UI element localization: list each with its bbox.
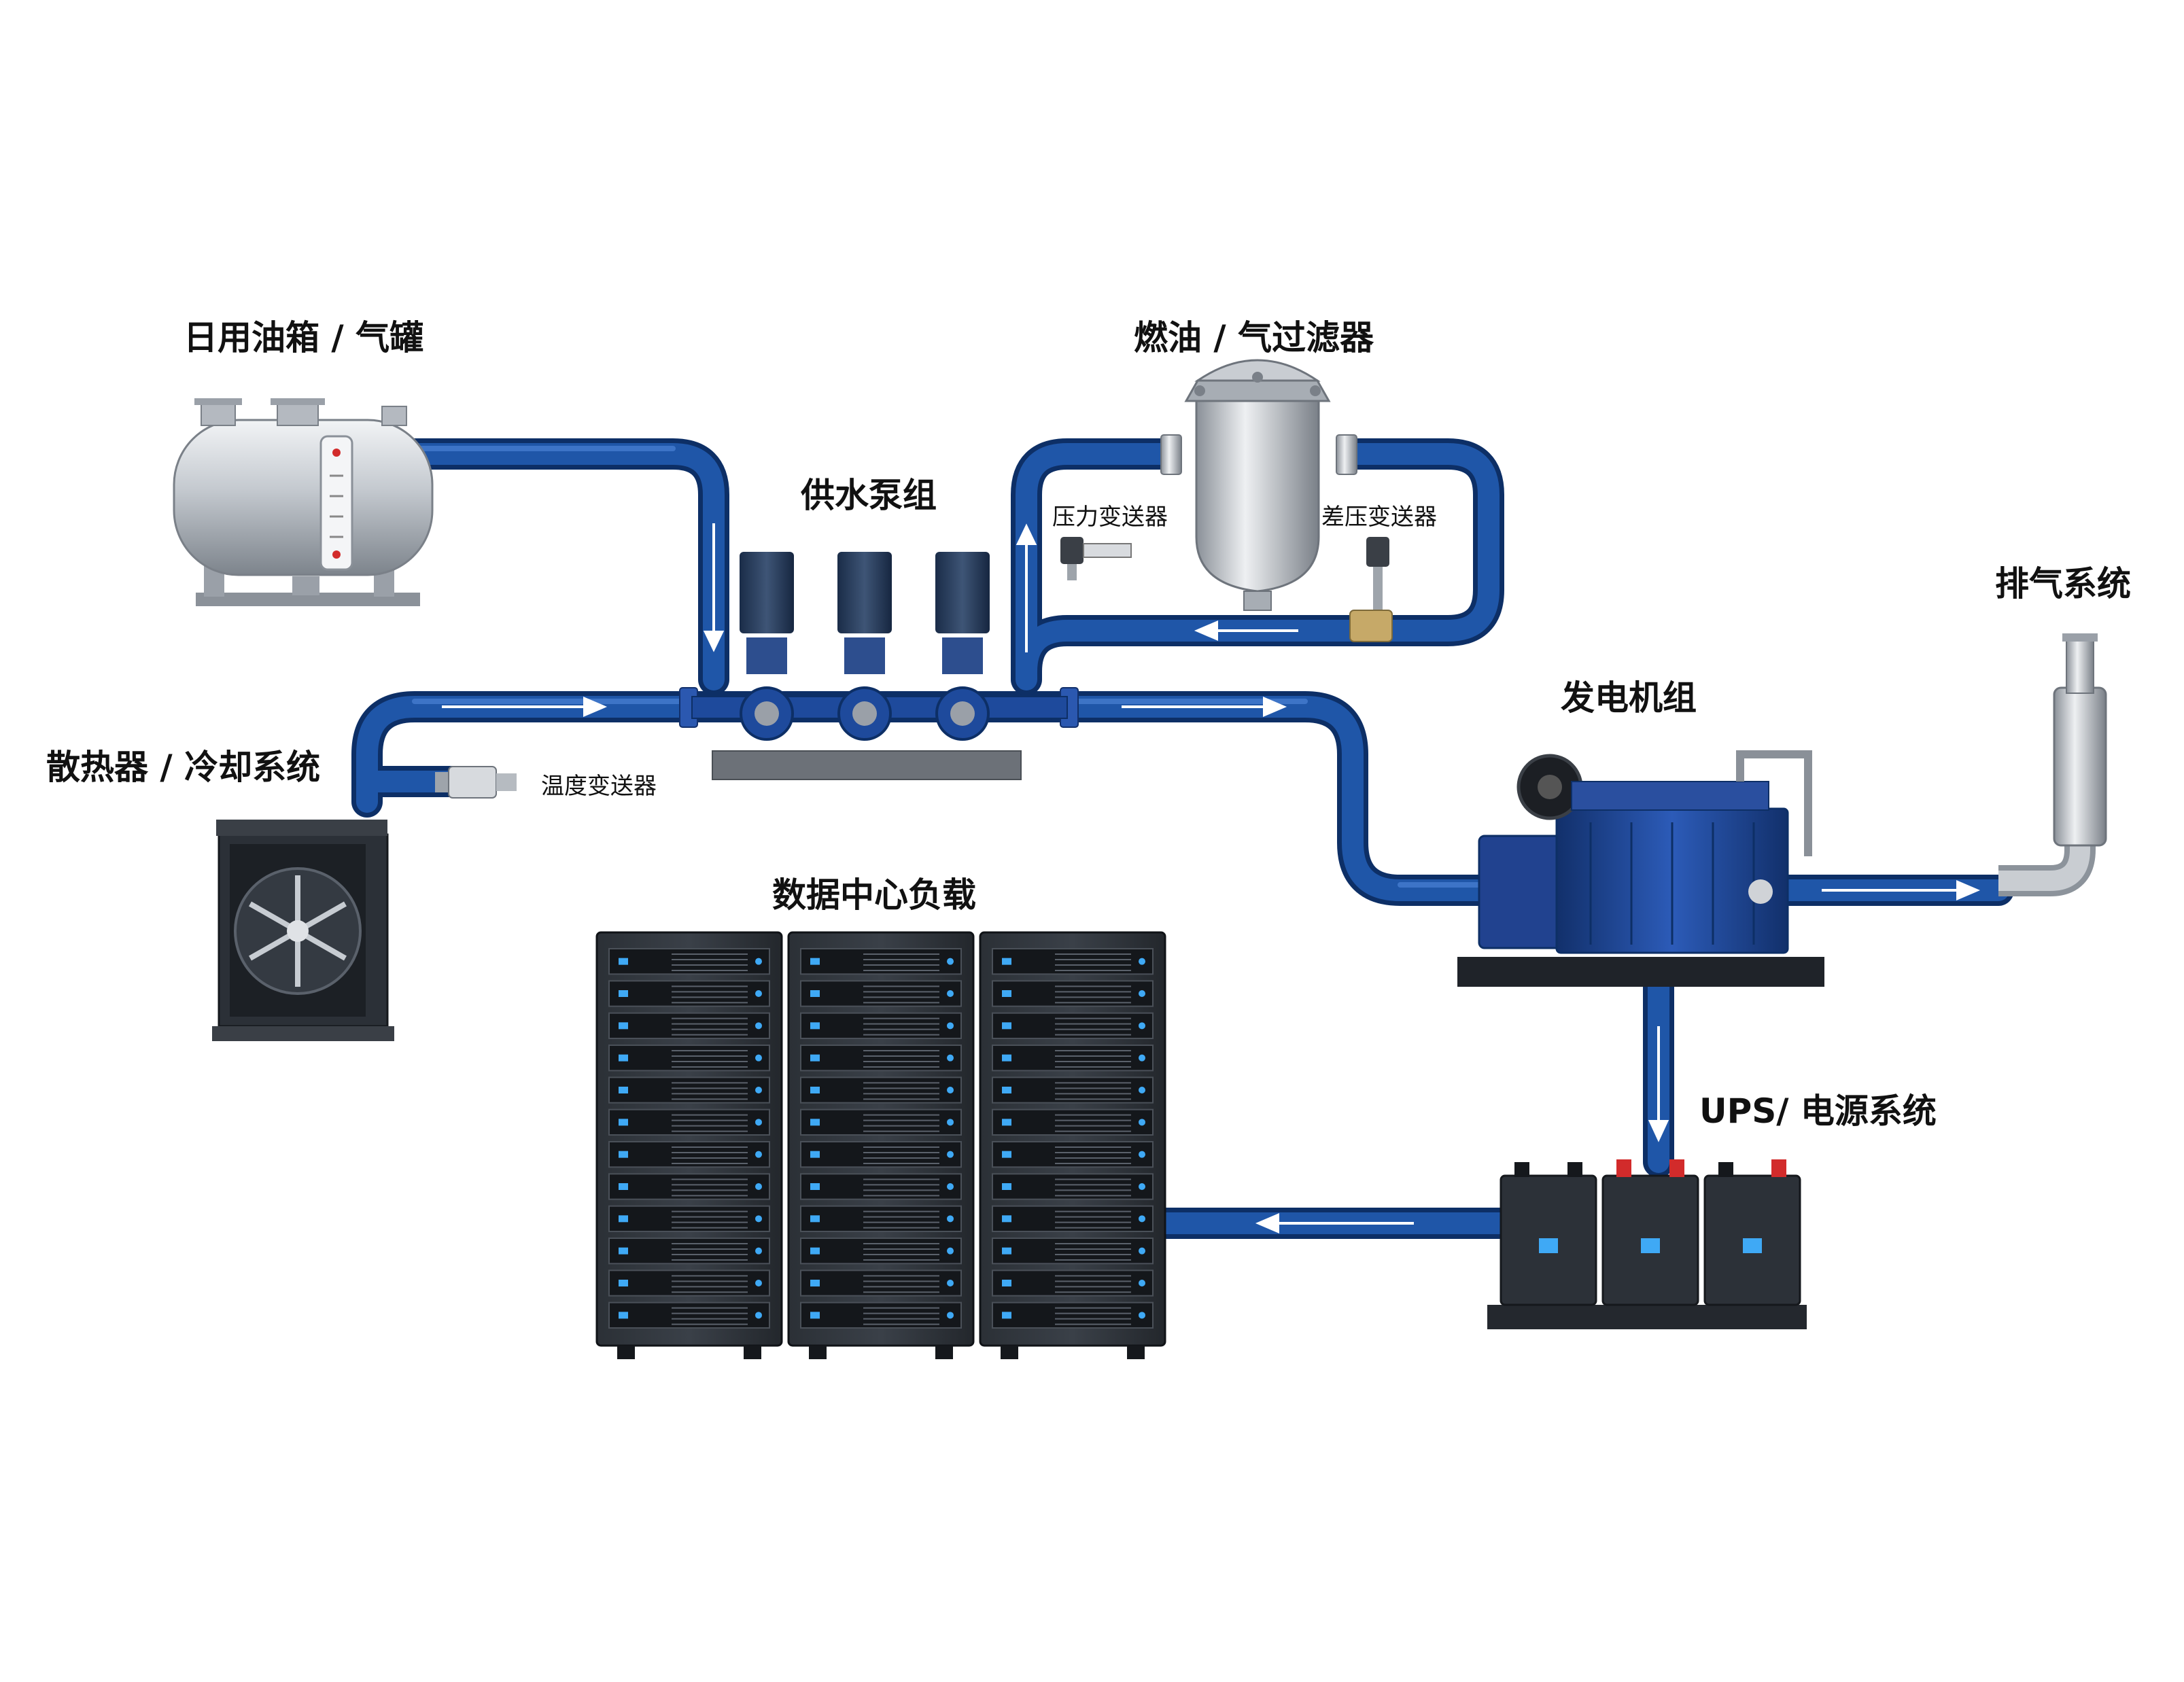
server-unit bbox=[992, 1045, 1154, 1072]
exhaust-stack bbox=[1998, 633, 2107, 896]
server-unit bbox=[608, 948, 770, 975]
server-unit bbox=[800, 1238, 962, 1265]
server-unit bbox=[608, 980, 770, 1007]
server-unit bbox=[800, 1045, 962, 1072]
pipe-to-generator bbox=[1045, 691, 1497, 906]
server-unit bbox=[992, 948, 1154, 975]
battery-1 bbox=[1500, 1162, 1597, 1306]
label-radiator: 散热器 / 冷却系统 bbox=[46, 748, 320, 787]
label-dp-sensor: 差压变送器 bbox=[1321, 504, 1437, 531]
server-unit bbox=[992, 1301, 1154, 1329]
server-unit bbox=[608, 1301, 770, 1329]
flow-arrow-down-1 bbox=[703, 523, 725, 652]
server-unit bbox=[992, 1012, 1154, 1039]
server-unit bbox=[608, 1108, 770, 1136]
pipe-tank-to-pumps bbox=[392, 438, 729, 695]
server-unit bbox=[992, 1269, 1154, 1297]
label-pressure-sensor: 压力变送器 bbox=[1052, 504, 1168, 531]
flow-arrows bbox=[442, 523, 1981, 1234]
day-tank bbox=[173, 398, 434, 606]
server-unit bbox=[608, 1045, 770, 1072]
server-unit bbox=[608, 1238, 770, 1265]
server-unit bbox=[608, 1076, 770, 1104]
flow-arrow-down-2 bbox=[1648, 1026, 1669, 1142]
server-unit bbox=[992, 1173, 1154, 1200]
server-unit bbox=[992, 1205, 1154, 1232]
server-unit bbox=[800, 948, 962, 975]
label-datacenter: 数据中心负载 bbox=[772, 875, 976, 915]
battery-3 bbox=[1703, 1159, 1801, 1306]
server-unit bbox=[608, 1205, 770, 1232]
server-unit bbox=[800, 1141, 962, 1168]
server-rack bbox=[787, 931, 975, 1359]
label-exhaust: 排气系统 bbox=[1995, 564, 2131, 603]
label-filter: 燃油 / 气过滤器 bbox=[1134, 318, 1374, 357]
flow-arrow-up-1 bbox=[1016, 523, 1037, 652]
server-unit bbox=[800, 1269, 962, 1297]
pump-3 bbox=[935, 552, 990, 741]
server-unit bbox=[992, 1238, 1154, 1265]
server-unit bbox=[800, 1076, 962, 1104]
pump-2 bbox=[837, 552, 892, 741]
label-generator: 发电机组 bbox=[1561, 678, 1697, 718]
server-racks bbox=[595, 931, 1166, 1359]
flow-arrow-right-3 bbox=[1822, 879, 1981, 901]
server-unit bbox=[800, 1173, 962, 1200]
flow-arrow-right-2 bbox=[1122, 696, 1287, 718]
server-unit bbox=[992, 980, 1154, 1007]
pump-group bbox=[679, 552, 1079, 780]
flow-arrow-left-1 bbox=[1194, 620, 1298, 642]
pressure-transmitter bbox=[1060, 537, 1132, 580]
battery-2 bbox=[1601, 1159, 1699, 1306]
flow-arrow-right-1 bbox=[442, 696, 608, 718]
server-rack bbox=[979, 931, 1166, 1359]
fuel-filter bbox=[1160, 359, 1357, 611]
label-pumps: 供水泵组 bbox=[801, 476, 937, 515]
server-unit bbox=[608, 1173, 770, 1200]
server-unit bbox=[800, 1012, 962, 1039]
server-unit bbox=[800, 980, 962, 1007]
temperature-transmitter bbox=[435, 766, 517, 799]
label-temp-sensor: 温度变送器 bbox=[541, 773, 657, 800]
server-unit bbox=[608, 1012, 770, 1039]
server-unit bbox=[608, 1141, 770, 1168]
label-tank: 日用油箱 / 气罐 bbox=[184, 318, 423, 357]
pump-1 bbox=[740, 552, 794, 741]
server-unit bbox=[992, 1141, 1154, 1168]
server-unit bbox=[800, 1108, 962, 1136]
flow-arrow-left-2 bbox=[1255, 1212, 1414, 1234]
dp-transmitter bbox=[1349, 537, 1393, 642]
labels: 日用油箱 / 气罐 燃油 / 气过滤器 供水泵组 排气系统 散热器 / 冷却系统… bbox=[46, 318, 2131, 1131]
ups-battery-bank bbox=[1487, 1159, 1807, 1329]
server-unit bbox=[992, 1076, 1154, 1104]
server-unit bbox=[992, 1108, 1154, 1136]
server-unit bbox=[800, 1205, 962, 1232]
server-rack bbox=[595, 931, 783, 1359]
generator-set bbox=[1457, 750, 1824, 987]
radiator bbox=[212, 820, 394, 1041]
server-unit bbox=[608, 1269, 770, 1297]
server-unit bbox=[800, 1301, 962, 1329]
label-ups: UPS/ 电源系统 bbox=[1699, 1091, 1937, 1131]
